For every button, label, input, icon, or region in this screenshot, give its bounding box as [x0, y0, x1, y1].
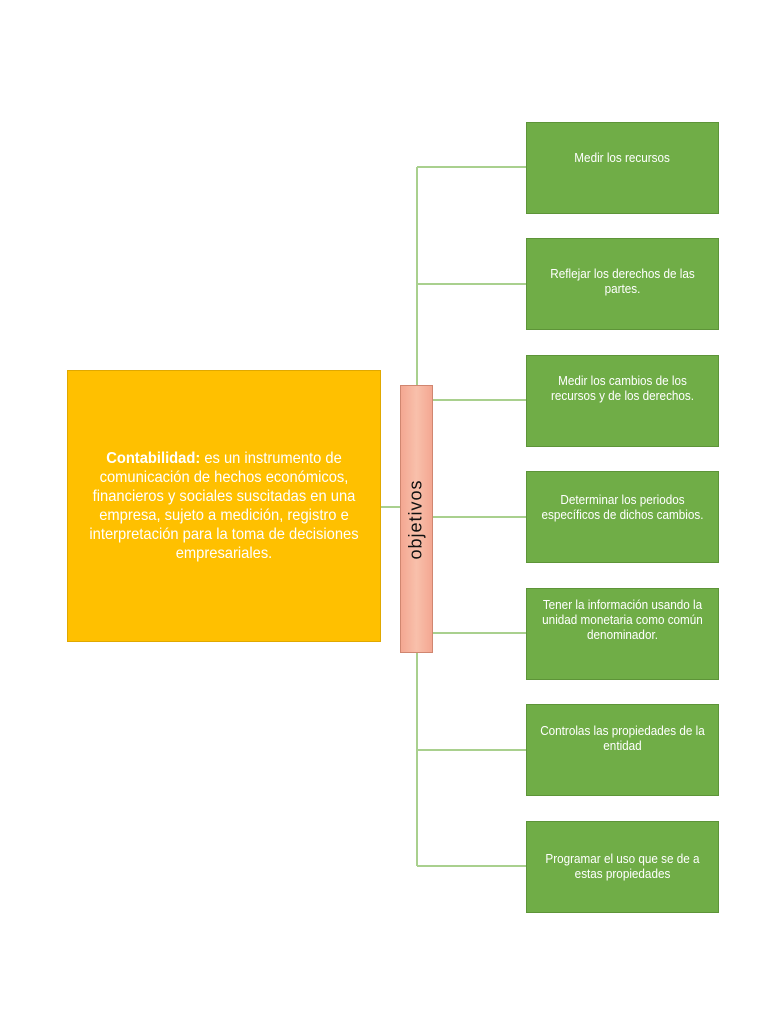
objective-box-5: Tener la información usando la unidad mo… [526, 588, 719, 680]
objective-label: Determinar los periodos específicos de d… [541, 492, 704, 522]
definition-term: Contabilidad: [106, 450, 201, 467]
objective-box-2: Reflejar los derechos de las partes. [526, 238, 719, 330]
objective-box-4: Determinar los periodos específicos de d… [526, 471, 719, 563]
objetivos-hub: objetivos [400, 385, 433, 653]
objective-label: Tener la información usando la unidad mo… [542, 597, 703, 642]
definition-box: Contabilidad: es un instrumento de comun… [67, 370, 381, 642]
definition-text: Contabilidad: es un instrumento de comun… [80, 449, 367, 563]
objective-box-6: Controlas las propiedades de la entidad [526, 704, 719, 796]
objective-box-3: Medir los cambios de los recursos y de l… [526, 355, 719, 447]
objective-box-7: Programar el uso que se de a estas propi… [526, 821, 719, 913]
objective-box-1: Medir los recursos [526, 122, 719, 214]
definition-body: es un instrumento de comunicación de hec… [89, 450, 359, 562]
objective-label: Controlas las propiedades de la entidad [540, 723, 705, 753]
objective-label: Programar el uso que se de a estas propi… [545, 851, 700, 881]
objetivos-label: objetivos [406, 478, 427, 560]
objective-label: Medir los recursos [574, 150, 671, 165]
objective-label: Reflejar los derechos de las partes. [550, 266, 695, 296]
objective-label: Medir los cambios de los recursos y de l… [550, 373, 695, 403]
